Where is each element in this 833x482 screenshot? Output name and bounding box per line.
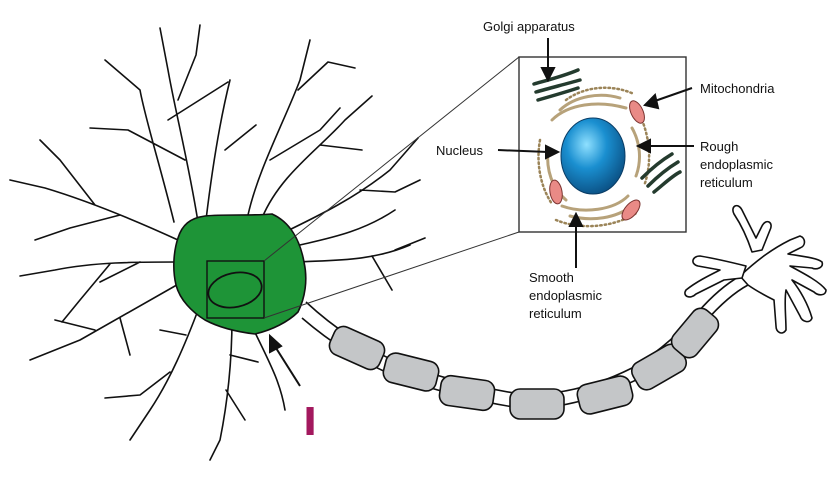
mitochondrion: [629, 100, 645, 124]
arrowhead: [643, 93, 660, 110]
myelin-sheaths: [328, 307, 720, 420]
arrowhead: [635, 138, 651, 154]
label-mitochondria: Mitochondria: [700, 81, 775, 96]
label-smooth-er-1: Smooth: [529, 270, 574, 285]
nucleus-3d: [560, 117, 626, 195]
arrowhead: [269, 333, 283, 354]
mitochondria-shapes: [549, 100, 645, 221]
arrowhead: [568, 211, 584, 227]
cell-body: [173, 213, 307, 335]
label-smooth-er-3: reticulum: [529, 306, 582, 321]
label-golgi: Golgi apparatus: [483, 19, 575, 34]
golgi-stack: [640, 152, 682, 194]
label-arrows: [269, 38, 694, 387]
myelin-segment: [576, 375, 634, 415]
golgi-stack: [532, 68, 582, 102]
myelin-segment: [438, 374, 496, 412]
arrowhead: [540, 67, 556, 83]
zoom-lines: [263, 56, 520, 319]
mitochondrion: [549, 179, 563, 205]
myelin-segment: [670, 307, 720, 359]
myelin-segment: [382, 352, 440, 392]
nucleus-outline: [207, 271, 263, 309]
zoom-source-box: [206, 260, 265, 319]
myelin-segment: [509, 388, 565, 420]
label-rough-er-1: Rough: [700, 139, 738, 154]
label-rough-er-2: endoplasmic: [700, 157, 773, 172]
label-smooth-er-2: endoplasmic: [529, 288, 602, 303]
label-nucleus: Nucleus: [436, 143, 483, 158]
axon-terminals: [684, 204, 827, 334]
organelle-inset: [518, 56, 687, 233]
arrowhead: [545, 144, 561, 160]
mitochondrion: [621, 199, 641, 221]
myelin-segment: [328, 325, 386, 371]
dendrites: [9, 24, 426, 461]
label-rough-er-3: reticulum: [700, 175, 753, 190]
handwritten-mark: I: [303, 400, 317, 444]
